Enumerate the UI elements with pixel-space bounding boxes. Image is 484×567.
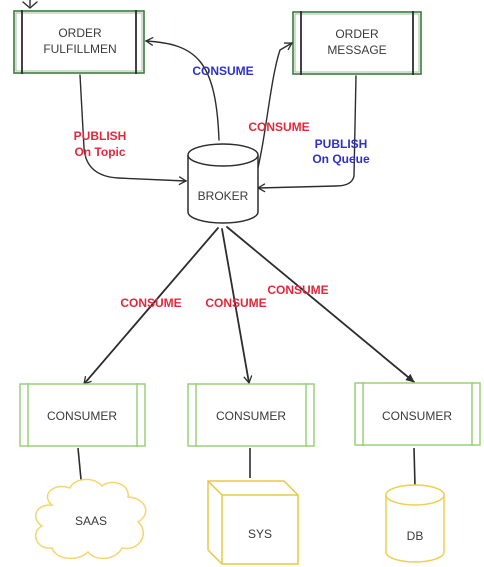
db-label: DB — [407, 529, 424, 543]
publish-queue-label-line1: PUBLISH — [315, 137, 368, 151]
publish-queue-label-line2: On Queue — [312, 152, 370, 166]
consumer-right-label: CONSUMER — [382, 409, 452, 423]
broker-cylinder: BROKER — [187, 143, 259, 224]
consumer-box-mid: CONSUMER — [187, 383, 315, 447]
incoming-arrow — [22, 0, 38, 9]
order-fulfillment-line2: FULFILLMEN — [43, 42, 116, 56]
edge-consume-left — [83, 227, 219, 385]
edge-consume-fulfillment — [144, 36, 220, 141]
link-consumer-db — [413, 447, 416, 487]
sys-cube: SYS — [207, 480, 299, 565]
consume-fulfillment-label: CONSUME — [192, 64, 253, 78]
order-message-line2: MESSAGE — [327, 43, 386, 57]
edge-consume-right — [226, 226, 415, 383]
order-fulfillment-line1: ORDER — [58, 26, 102, 40]
consume-mid-label: CONSUME — [205, 296, 266, 310]
order-fulfillment-box: ORDER FULFILLMEN — [13, 10, 145, 74]
edge-consume-message — [254, 42, 294, 181]
consume-left-label: CONSUME — [120, 296, 181, 310]
consumer-box-left: CONSUMER — [19, 383, 146, 447]
edge-consume-mid — [221, 228, 253, 385]
consume-message-label: CONSUME — [248, 120, 309, 134]
consumer-mid-label: CONSUMER — [216, 409, 286, 423]
saas-label: SAAS — [75, 514, 107, 528]
db-cylinder: DB — [385, 484, 445, 563]
publish-topic-label-line1: PUBLISH — [74, 129, 127, 143]
publish-topic-label-line2: On Topic — [74, 145, 125, 159]
edge-publish-topic — [79, 74, 188, 186]
edge-publish-queue — [256, 75, 357, 193]
saas-cloud: SAAS — [34, 478, 147, 560]
consume-right-label: CONSUME — [267, 283, 328, 297]
sys-label: SYS — [248, 527, 272, 541]
order-message-line1: ORDER — [335, 27, 379, 41]
broker-label: BROKER — [198, 189, 249, 203]
consumer-box-right: CONSUMER — [354, 382, 481, 446]
order-message-box: ORDER MESSAGE — [292, 11, 422, 75]
consumer-left-label: CONSUMER — [47, 409, 117, 423]
